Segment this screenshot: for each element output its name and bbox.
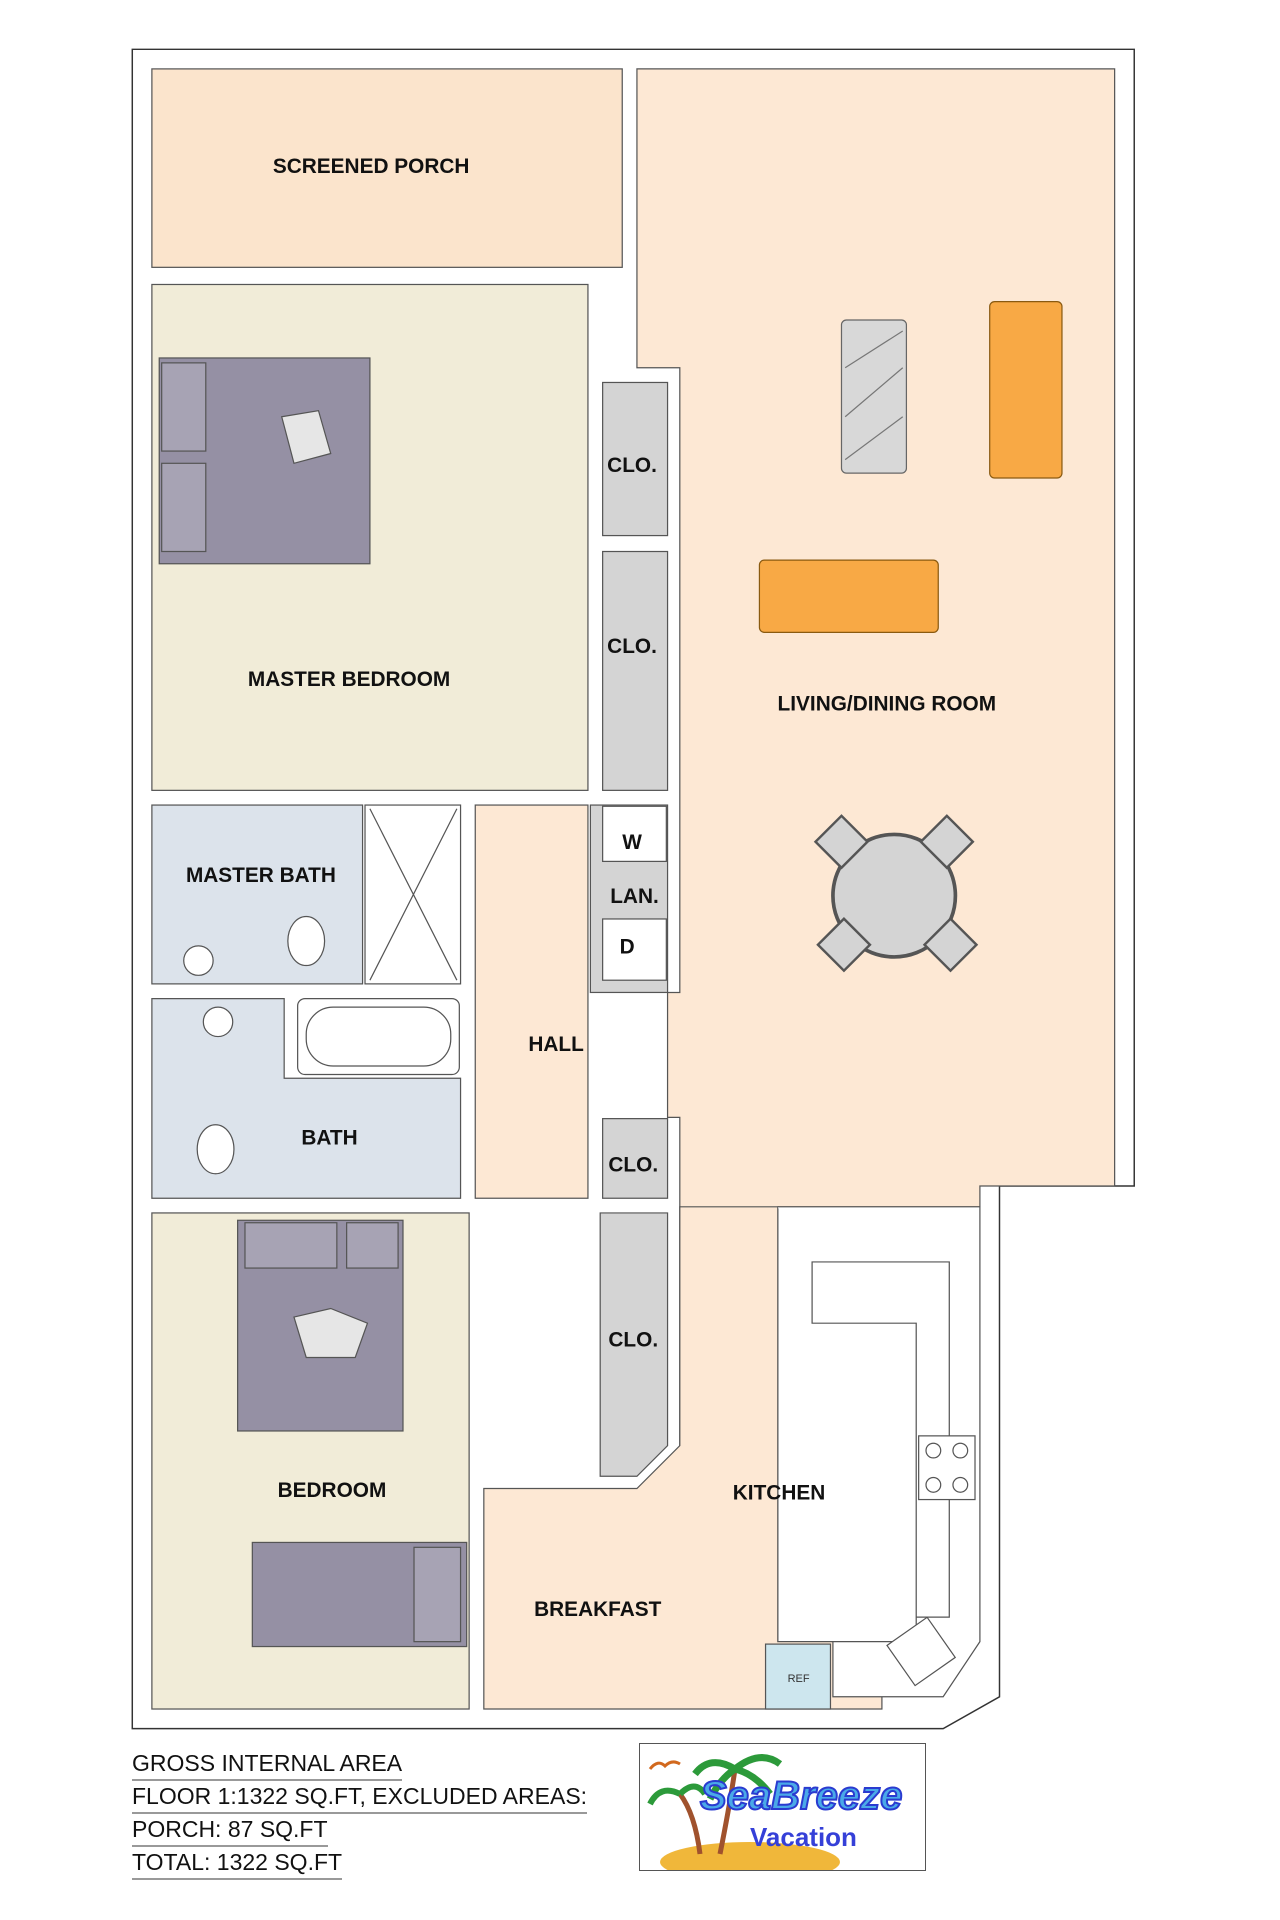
label-bedroom: BEDROOM — [278, 1479, 387, 1502]
stove — [918, 1435, 976, 1501]
pillow — [161, 362, 207, 452]
screened-porch — [151, 68, 623, 268]
label-refrigerator: REF — [788, 1673, 810, 1685]
bathtub-basin — [305, 1006, 452, 1067]
label-closet: CLO. — [607, 454, 657, 477]
toilet — [196, 1124, 235, 1175]
label-closet: CLO. — [608, 1153, 658, 1176]
master-bath — [151, 804, 364, 985]
area-line-3: PORCH: 87 SQ.FT — [132, 1814, 328, 1847]
label-master-bath: MASTER BATH — [186, 864, 336, 887]
sink — [202, 1006, 234, 1038]
closet-1 — [602, 381, 669, 537]
label-washer: W — [622, 831, 642, 854]
seabreeze-logo: SeaBreeze Vacation — [639, 1743, 926, 1871]
label-kitchen: KITCHEN — [733, 1482, 826, 1505]
sink — [183, 945, 214, 976]
pillow — [346, 1222, 399, 1269]
closet-2 — [602, 550, 669, 791]
closet-4 — [599, 1212, 669, 1477]
area-line-4: TOTAL: 1322 SQ.FT — [132, 1847, 343, 1880]
toilet — [287, 915, 326, 967]
washer — [602, 805, 667, 863]
label-laundry: LAN. — [610, 885, 659, 908]
label-screened-porch: SCREENED PORCH — [273, 155, 470, 178]
refrigerator — [764, 1643, 832, 1710]
area-info: GROSS INTERNAL AREA FLOOR 1:1322 SQ.FT, … — [132, 1748, 588, 1880]
pillow — [244, 1222, 338, 1269]
coffee-table — [840, 319, 908, 474]
logo-sub: Vacation — [750, 1822, 857, 1852]
hall — [474, 804, 589, 1199]
area-line-2: FLOOR 1:1322 SQ.FT, EXCLUDED AREAS: — [132, 1781, 588, 1814]
area-line-1: GROSS INTERNAL AREA — [132, 1748, 403, 1781]
label-closet: CLO. — [607, 635, 657, 658]
label-living-dining: LIVING/DINING ROOM — [778, 693, 997, 716]
shower-cross — [369, 808, 458, 981]
label-master-bedroom: MASTER BEDROOM — [248, 668, 450, 691]
stove-burners — [925, 1442, 969, 1493]
dining-chairs — [813, 814, 979, 973]
label-hall: HALL — [528, 1033, 584, 1056]
pillow — [413, 1546, 462, 1643]
cushion — [280, 409, 332, 465]
kitchen-sink — [886, 1616, 957, 1687]
palm-tree-icon — [647, 1754, 840, 1870]
label-bath: BATH — [301, 1126, 357, 1149]
table-glass-lines — [844, 330, 904, 461]
pillow — [161, 462, 207, 553]
logo-brand: SeaBreeze — [699, 1773, 903, 1819]
label-breakfast: BREAKFAST — [534, 1598, 661, 1621]
label-dryer: D — [620, 935, 635, 958]
dryer — [602, 918, 667, 981]
loveseat — [989, 301, 1063, 479]
label-closet: CLO. — [608, 1328, 658, 1351]
kitchen-breakfast — [483, 1206, 883, 1710]
cushion — [293, 1307, 369, 1359]
sofa — [758, 559, 939, 633]
dining-table — [831, 832, 958, 959]
closet-3 — [602, 1118, 669, 1199]
